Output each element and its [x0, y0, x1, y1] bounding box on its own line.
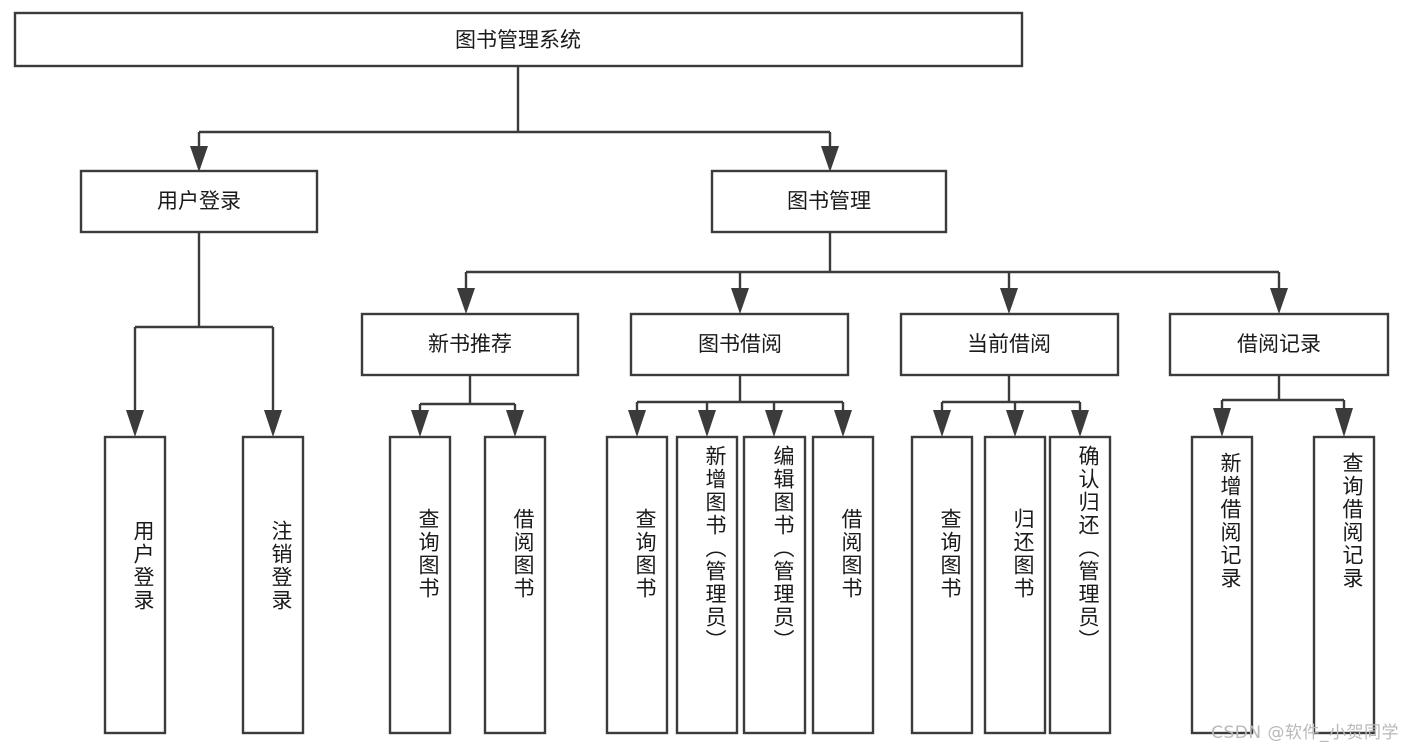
arrow-new-book-leaf-1 [411, 410, 429, 437]
arrow-book-mgmt-to-current [1000, 288, 1018, 314]
leaf-label-group: 用户登录 注销登录 查询图书 借阅图书 查询图书 新增图书（管理员） 编辑图书（… [131, 445, 1364, 652]
leaf-label-current-borrow-1: 查询图书 [938, 508, 962, 600]
leaf-label-new-book-2: 借阅图书 [511, 508, 535, 600]
leaf-box-user-login-2[interactable] [241, 435, 305, 735]
arrow-user-login-leaf-2 [264, 410, 282, 437]
leaf-label-current-borrow-2: 归还图书 [1011, 508, 1035, 600]
leaf-label-current-borrow-3: 确认归还（管理员） [1076, 445, 1100, 652]
leaf-label-borrow-record-1: 新增借阅记录 [1218, 452, 1242, 590]
leaf-label-user-login-1: 用户登录 [131, 520, 155, 612]
arrow-root-to-book-mgmt [821, 146, 839, 172]
arrow-book-borrow-leaf-4 [834, 410, 852, 437]
leaf-box-book-borrow-2[interactable] [675, 435, 739, 735]
node-current-borrow-label: 当前借阅 [967, 332, 1051, 356]
arrow-book-mgmt-to-new-book [457, 288, 475, 314]
arrow-book-mgmt-to-record [1270, 288, 1288, 314]
arrow-root-to-user-login [190, 146, 208, 172]
connector-group-user-login [133, 232, 275, 418]
leaf-label-book-borrow-1: 查询图书 [633, 508, 657, 600]
arrow-borrow-record-leaf-2 [1335, 408, 1353, 437]
arrow-book-borrow-leaf-3 [765, 410, 783, 437]
connector-group-borrow-record [1220, 375, 1346, 412]
arrow-new-book-leaf-2 [506, 410, 524, 437]
connector-group-root [197, 66, 832, 156]
node-borrow-record[interactable]: 借阅记录 [1168, 312, 1390, 377]
leaf-label-borrow-record-2: 查询借阅记录 [1340, 452, 1364, 590]
csdn-watermark: CSDN @软件_小贺同学 [1211, 723, 1399, 743]
leaf-box-borrow-record-2[interactable] [1312, 435, 1376, 735]
connector-group-book-mgmt [464, 232, 1281, 298]
leaf-box-current-borrow-2[interactable] [983, 435, 1047, 735]
node-user-login[interactable]: 用户登录 [79, 169, 319, 234]
node-new-book-recommend[interactable]: 新书推荐 [360, 312, 580, 377]
leaf-box-borrow-record-1[interactable] [1190, 435, 1254, 735]
connector-group-book-borrow [635, 375, 845, 414]
leaf-box-new-book-1[interactable] [388, 435, 452, 735]
leaf-box-current-borrow-3[interactable] [1048, 435, 1112, 735]
arrow-book-mgmt-to-borrow [731, 288, 749, 314]
connector-group-new-book-rec [418, 375, 517, 416]
arrow-current-borrow-leaf-3 [1071, 410, 1089, 437]
arrow-user-login-leaf-1 [126, 410, 144, 437]
node-book-management[interactable]: 图书管理 [710, 169, 948, 234]
arrow-current-borrow-leaf-2 [1006, 410, 1024, 437]
node-root-system-label: 图书管理系统 [455, 28, 581, 52]
node-book-management-label: 图书管理 [787, 189, 871, 213]
node-current-borrow[interactable]: 当前借阅 [899, 312, 1120, 377]
node-book-borrow-label: 图书借阅 [698, 332, 782, 356]
leaf-box-new-book-2[interactable] [483, 435, 547, 735]
arrow-book-borrow-leaf-1 [628, 410, 646, 437]
leaf-box-book-borrow-1[interactable] [605, 435, 669, 735]
leaf-label-book-borrow-2: 新增图书（管理员） [703, 445, 727, 652]
node-root-system[interactable]: 图书管理系统 [13, 11, 1024, 68]
node-book-borrow[interactable]: 图书借阅 [629, 312, 850, 377]
leaf-label-book-borrow-4: 借阅图书 [839, 508, 863, 600]
leaf-box-current-borrow-1[interactable] [910, 435, 974, 735]
leaf-label-book-borrow-3: 编辑图书（管理员） [771, 445, 795, 652]
leaf-box-group [103, 435, 1376, 735]
connector-group-current-borrow [940, 375, 1082, 414]
leaf-box-book-borrow-3[interactable] [742, 435, 807, 735]
node-new-book-recommend-label: 新书推荐 [428, 332, 512, 356]
leaf-box-book-borrow-4[interactable] [811, 435, 875, 735]
leaf-box-user-login-1[interactable] [103, 435, 167, 735]
arrow-book-borrow-leaf-2 [698, 410, 716, 437]
leaf-label-new-book-1: 查询图书 [416, 508, 440, 600]
arrow-current-borrow-leaf-1 [933, 410, 951, 437]
arrow-borrow-record-leaf-1 [1213, 408, 1231, 437]
leaf-label-user-login-2: 注销登录 [269, 520, 293, 612]
node-user-login-label: 用户登录 [157, 189, 241, 213]
node-borrow-record-label: 借阅记录 [1237, 332, 1321, 356]
